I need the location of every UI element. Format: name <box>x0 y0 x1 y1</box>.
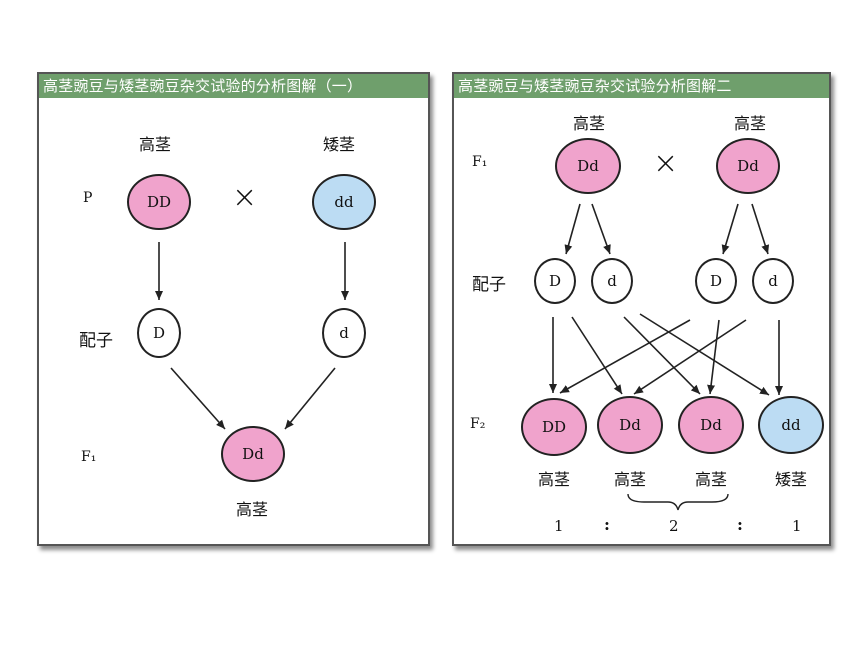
arrow-d-to-Dd <box>284 367 336 430</box>
f1-node-left-Dd: Dd <box>555 138 621 194</box>
offspring-node-Dd: Dd <box>221 426 285 482</box>
ratio-value: 1 <box>792 517 802 535</box>
f1-node-right-Dd: Dd <box>716 138 780 194</box>
f2-phenotype-label: 高茎 <box>695 470 728 489</box>
f1-phenotype-label: 高茎 <box>236 500 269 519</box>
generation-label-F2: F₂ <box>470 416 486 432</box>
arrows <box>155 242 349 430</box>
f2-phenotype-label: 矮茎 <box>775 470 808 489</box>
gametes-label: 配子 <box>79 331 113 351</box>
gametes-label: 配子 <box>472 275 506 295</box>
gamete-node-d: d <box>752 258 794 304</box>
gamete-node-d: d <box>322 308 366 358</box>
arrows <box>549 203 783 511</box>
arrow-g1-to-Dd2 <box>571 316 623 395</box>
short-parent-label: 矮茎 <box>323 135 356 154</box>
arrow-g4-to-Dd2 <box>633 319 747 395</box>
brace <box>627 493 729 511</box>
f2-node-dd: dd <box>758 396 824 454</box>
f2-phenotype-label: 高茎 <box>614 470 647 489</box>
generation-label-P: P <box>83 190 93 206</box>
parent-node-DD: DD <box>127 174 191 230</box>
tall-parent-label-right: 高茎 <box>734 114 767 133</box>
gamete-node-D: D <box>695 258 737 304</box>
arrow-f1R-to-g4 <box>751 203 770 255</box>
tall-parent-label: 高茎 <box>139 135 172 154</box>
arrow-f1L-to-g1 <box>564 203 581 255</box>
ratio-value: 1 <box>554 517 564 535</box>
ratio-value: 2 <box>669 517 679 535</box>
ratio-separator: : <box>737 515 743 534</box>
f2-node-DD: DD <box>521 398 587 456</box>
f2-node-Dd: Dd <box>597 396 663 454</box>
gamete-node-D: D <box>137 308 181 358</box>
arrow-D-to-Dd <box>170 367 226 430</box>
gamete-node-d: d <box>591 258 633 304</box>
ratio-separator: : <box>604 515 610 534</box>
cross-symbol: × <box>232 180 258 215</box>
panel-title: 高茎豌豆与矮茎豌豆杂交试验分析图解二 <box>454 74 829 98</box>
generation-label-F1: F₁ <box>472 154 488 170</box>
parent-node-dd: dd <box>312 174 376 230</box>
arrow-g3-to-DD <box>559 319 691 394</box>
f2-phenotype-label: 高茎 <box>538 470 571 489</box>
f2-node-Dd: Dd <box>678 396 744 454</box>
tall-parent-label-left: 高茎 <box>573 114 606 133</box>
arrow-f1R-to-g3 <box>721 203 739 255</box>
cross-diagram-panel-1: 高茎豌豆与矮茎豌豆杂交试验的分析图解（一） 高茎 矮茎 P DD × dd 配子… <box>37 72 430 546</box>
generation-label-F1: F₁ <box>81 449 97 465</box>
cross-diagram-panel-2: 高茎豌豆与矮茎豌豆杂交试验分析图解二 高茎 高茎 F₁ Dd × Dd 配子 D… <box>452 72 831 546</box>
panel-title: 高茎豌豆与矮茎豌豆杂交试验的分析图解（一） <box>39 74 428 98</box>
arrow-g2-to-dd <box>639 313 770 396</box>
cross-symbol: × <box>653 146 679 181</box>
gamete-node-D: D <box>534 258 576 304</box>
arrow-f1L-to-g2 <box>591 203 611 255</box>
arrow-g2-to-Dd3 <box>623 316 701 395</box>
arrow-g3-to-Dd3 <box>707 319 720 395</box>
